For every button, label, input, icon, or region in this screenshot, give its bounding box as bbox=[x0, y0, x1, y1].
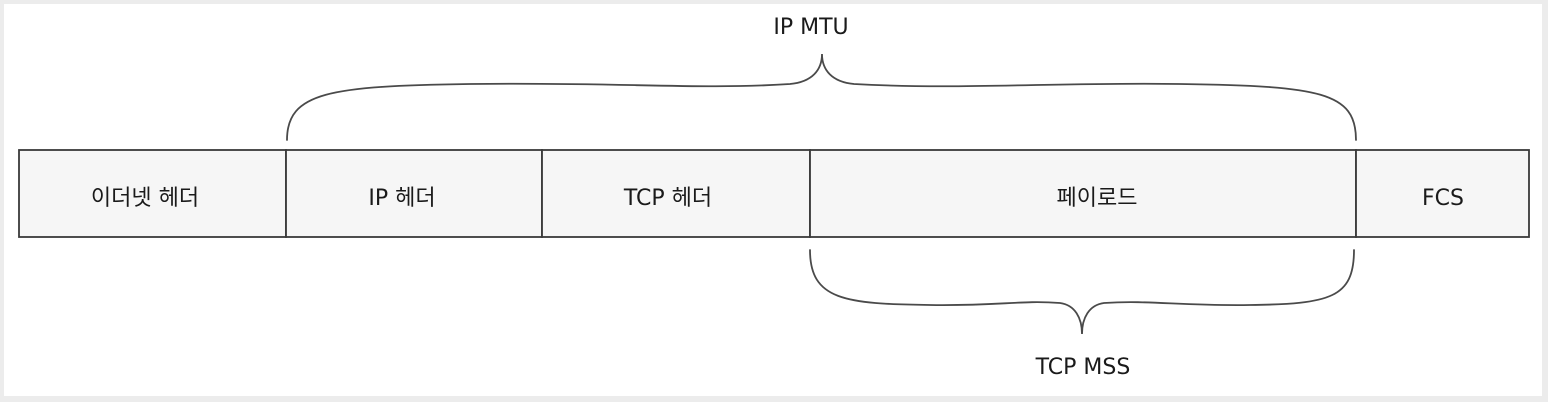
field-ip-header: IP 헤더 bbox=[285, 149, 543, 238]
field-payload-label: 페이로드 bbox=[1057, 186, 1138, 211]
field-fcs-box bbox=[1355, 149, 1530, 238]
tcp-mss-brace bbox=[809, 249, 1355, 335]
field-ethernet-header-box bbox=[18, 149, 287, 238]
field-ethernet-header: 이더넷 헤더 bbox=[18, 149, 287, 238]
tcp-mss-label: TCP MSS bbox=[1035, 355, 1131, 380]
field-payload: 페이로드 bbox=[809, 149, 1357, 238]
tcp-mss-brace-group: TCP MSS bbox=[809, 249, 1355, 380]
field-tcp-header-label: TCP 헤더 bbox=[623, 186, 712, 211]
ip-mtu-brace-group: IP MTU bbox=[286, 15, 1357, 141]
field-ip-header-label: IP 헤더 bbox=[368, 186, 435, 211]
field-ip-header-box bbox=[285, 149, 543, 238]
field-tcp-header: TCP 헤더 bbox=[541, 149, 811, 238]
ip-mtu-label: IP MTU bbox=[773, 15, 848, 40]
ip-mtu-brace bbox=[286, 53, 1357, 141]
field-payload-box bbox=[809, 149, 1357, 238]
field-fcs-label: FCS bbox=[1422, 186, 1464, 211]
field-tcp-header-box bbox=[541, 149, 811, 238]
field-ethernet-header-label: 이더넷 헤더 bbox=[91, 186, 199, 211]
field-fcs: FCS bbox=[1355, 149, 1530, 238]
frame-fields: 이더넷 헤더 IP 헤더 TCP 헤더 페이로드 FCS bbox=[18, 149, 1530, 238]
